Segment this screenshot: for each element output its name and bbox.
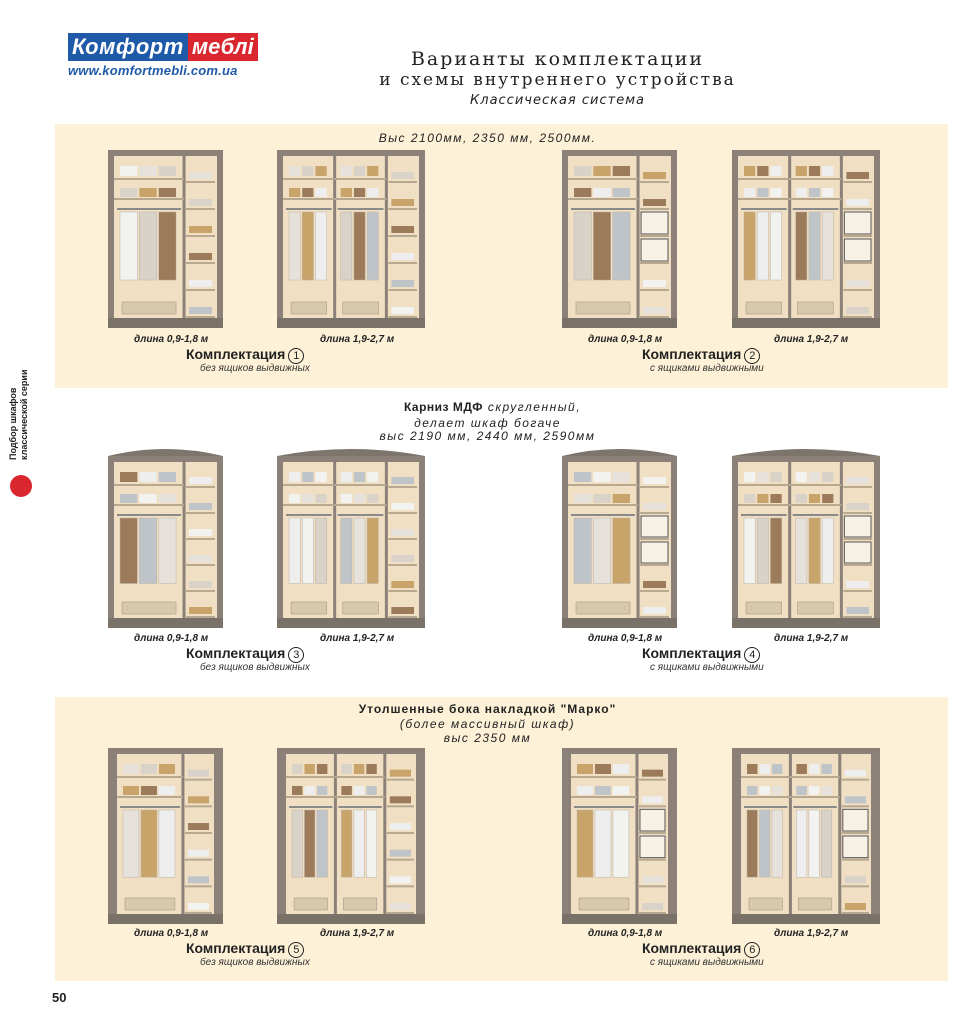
section2-line2: делает шкаф богаче bbox=[414, 416, 561, 430]
komplekt-2-desc: с ящиками выдвижными bbox=[650, 363, 764, 374]
section3-heights: выс 2350 мм bbox=[443, 731, 532, 745]
wardrobe-6-large bbox=[732, 748, 880, 924]
komplekt-label: Комплектация bbox=[186, 940, 286, 956]
wardrobe-4-large bbox=[732, 446, 880, 628]
komplekt-label: Комплектация bbox=[642, 346, 742, 362]
logo-url[interactable]: www.komfortmebli.com.ua bbox=[68, 63, 238, 78]
komplekt-5-desc: без ящиков выдвижных bbox=[200, 957, 310, 968]
komplekt-1-desc: без ящиков выдвижных bbox=[200, 363, 310, 374]
length-label: длина 0,9-1,8 м bbox=[134, 334, 209, 345]
komplekt-number-badge: 6 bbox=[744, 942, 761, 958]
wardrobe-3-large bbox=[277, 446, 425, 628]
length-label: длина 0,9-1,8 м bbox=[588, 928, 663, 939]
wardrobe-5-large bbox=[277, 748, 425, 924]
length-label: длина 0,9-1,8 м bbox=[134, 633, 209, 644]
komplekt-label: Комплектация bbox=[186, 346, 286, 362]
page-title: Варианты комплектации bbox=[410, 48, 705, 70]
brand-logo[interactable]: Комфорт меблі www.komfortmebli.com.ua bbox=[68, 33, 273, 81]
komplekt-number-badge: 4 bbox=[744, 647, 761, 663]
komplekt-4-desc: с ящиками выдвижными bbox=[650, 662, 764, 673]
system-name: Классическая система bbox=[470, 93, 645, 108]
wardrobe-3-small bbox=[108, 446, 223, 628]
wardrobe-5-small bbox=[108, 748, 223, 924]
side-label: Подбор шкафов классической серии bbox=[8, 360, 40, 510]
length-label: длина 1,9-2,7 м bbox=[320, 928, 395, 939]
logo-part-mebli: меблі bbox=[187, 33, 258, 61]
komplekt-number-badge: 5 bbox=[288, 942, 305, 958]
komplekt-label: Комплектация bbox=[642, 940, 742, 956]
length-label: длина 1,9-2,7 м bbox=[774, 633, 849, 644]
section2-line1: Карниз МДФ скругленный, bbox=[5, 400, 975, 414]
length-label: длина 1,9-2,7 м bbox=[774, 334, 849, 345]
wardrobe-4-small bbox=[562, 446, 677, 628]
wardrobe-2-large bbox=[732, 150, 880, 328]
length-label: длина 0,9-1,8 м bbox=[588, 633, 663, 644]
section2-heights: выс 2190 мм, 2440 мм, 2590мм bbox=[379, 429, 596, 443]
length-label: длина 1,9-2,7 м bbox=[320, 334, 395, 345]
komplekt-label: Комплектация bbox=[186, 645, 286, 661]
komplekt-number-badge: 2 bbox=[744, 348, 761, 364]
logo-part-komfort: Комфорт bbox=[68, 33, 188, 61]
length-label: длина 0,9-1,8 м bbox=[134, 928, 209, 939]
section3-line2: (более массивный шкаф) bbox=[399, 717, 576, 731]
wardrobe-1-large bbox=[277, 150, 425, 328]
section1-heights: Выс 2100мм, 2350 мм, 2500мм. bbox=[378, 131, 597, 145]
length-label: длина 0,9-1,8 м bbox=[588, 334, 663, 345]
komplekt-label: Комплектация bbox=[642, 645, 742, 661]
section2-rounded: скругленный, bbox=[482, 400, 582, 414]
komplekt-number-badge: 1 bbox=[288, 348, 305, 364]
length-label: длина 1,9-2,7 м bbox=[320, 633, 395, 644]
komplekt-3-desc: без ящиков выдвижных bbox=[200, 662, 310, 673]
komplekt-6-desc: с ящиками выдвижными bbox=[650, 957, 764, 968]
komplekt-number-badge: 3 bbox=[288, 647, 305, 663]
wardrobe-6-small bbox=[562, 748, 677, 924]
length-label: длина 1,9-2,7 м bbox=[774, 928, 849, 939]
wardrobe-1-small bbox=[108, 150, 223, 328]
section2-cornice: Карниз МДФ bbox=[403, 400, 483, 414]
page-subtitle: и схемы внутреннего устройства bbox=[379, 70, 736, 90]
section3-line1: Утолшенные бока накладкой "Марко" bbox=[358, 702, 617, 716]
wardrobe-2-small bbox=[562, 150, 677, 328]
page-number: 50 bbox=[52, 990, 67, 1005]
red-dot-icon bbox=[10, 475, 32, 497]
